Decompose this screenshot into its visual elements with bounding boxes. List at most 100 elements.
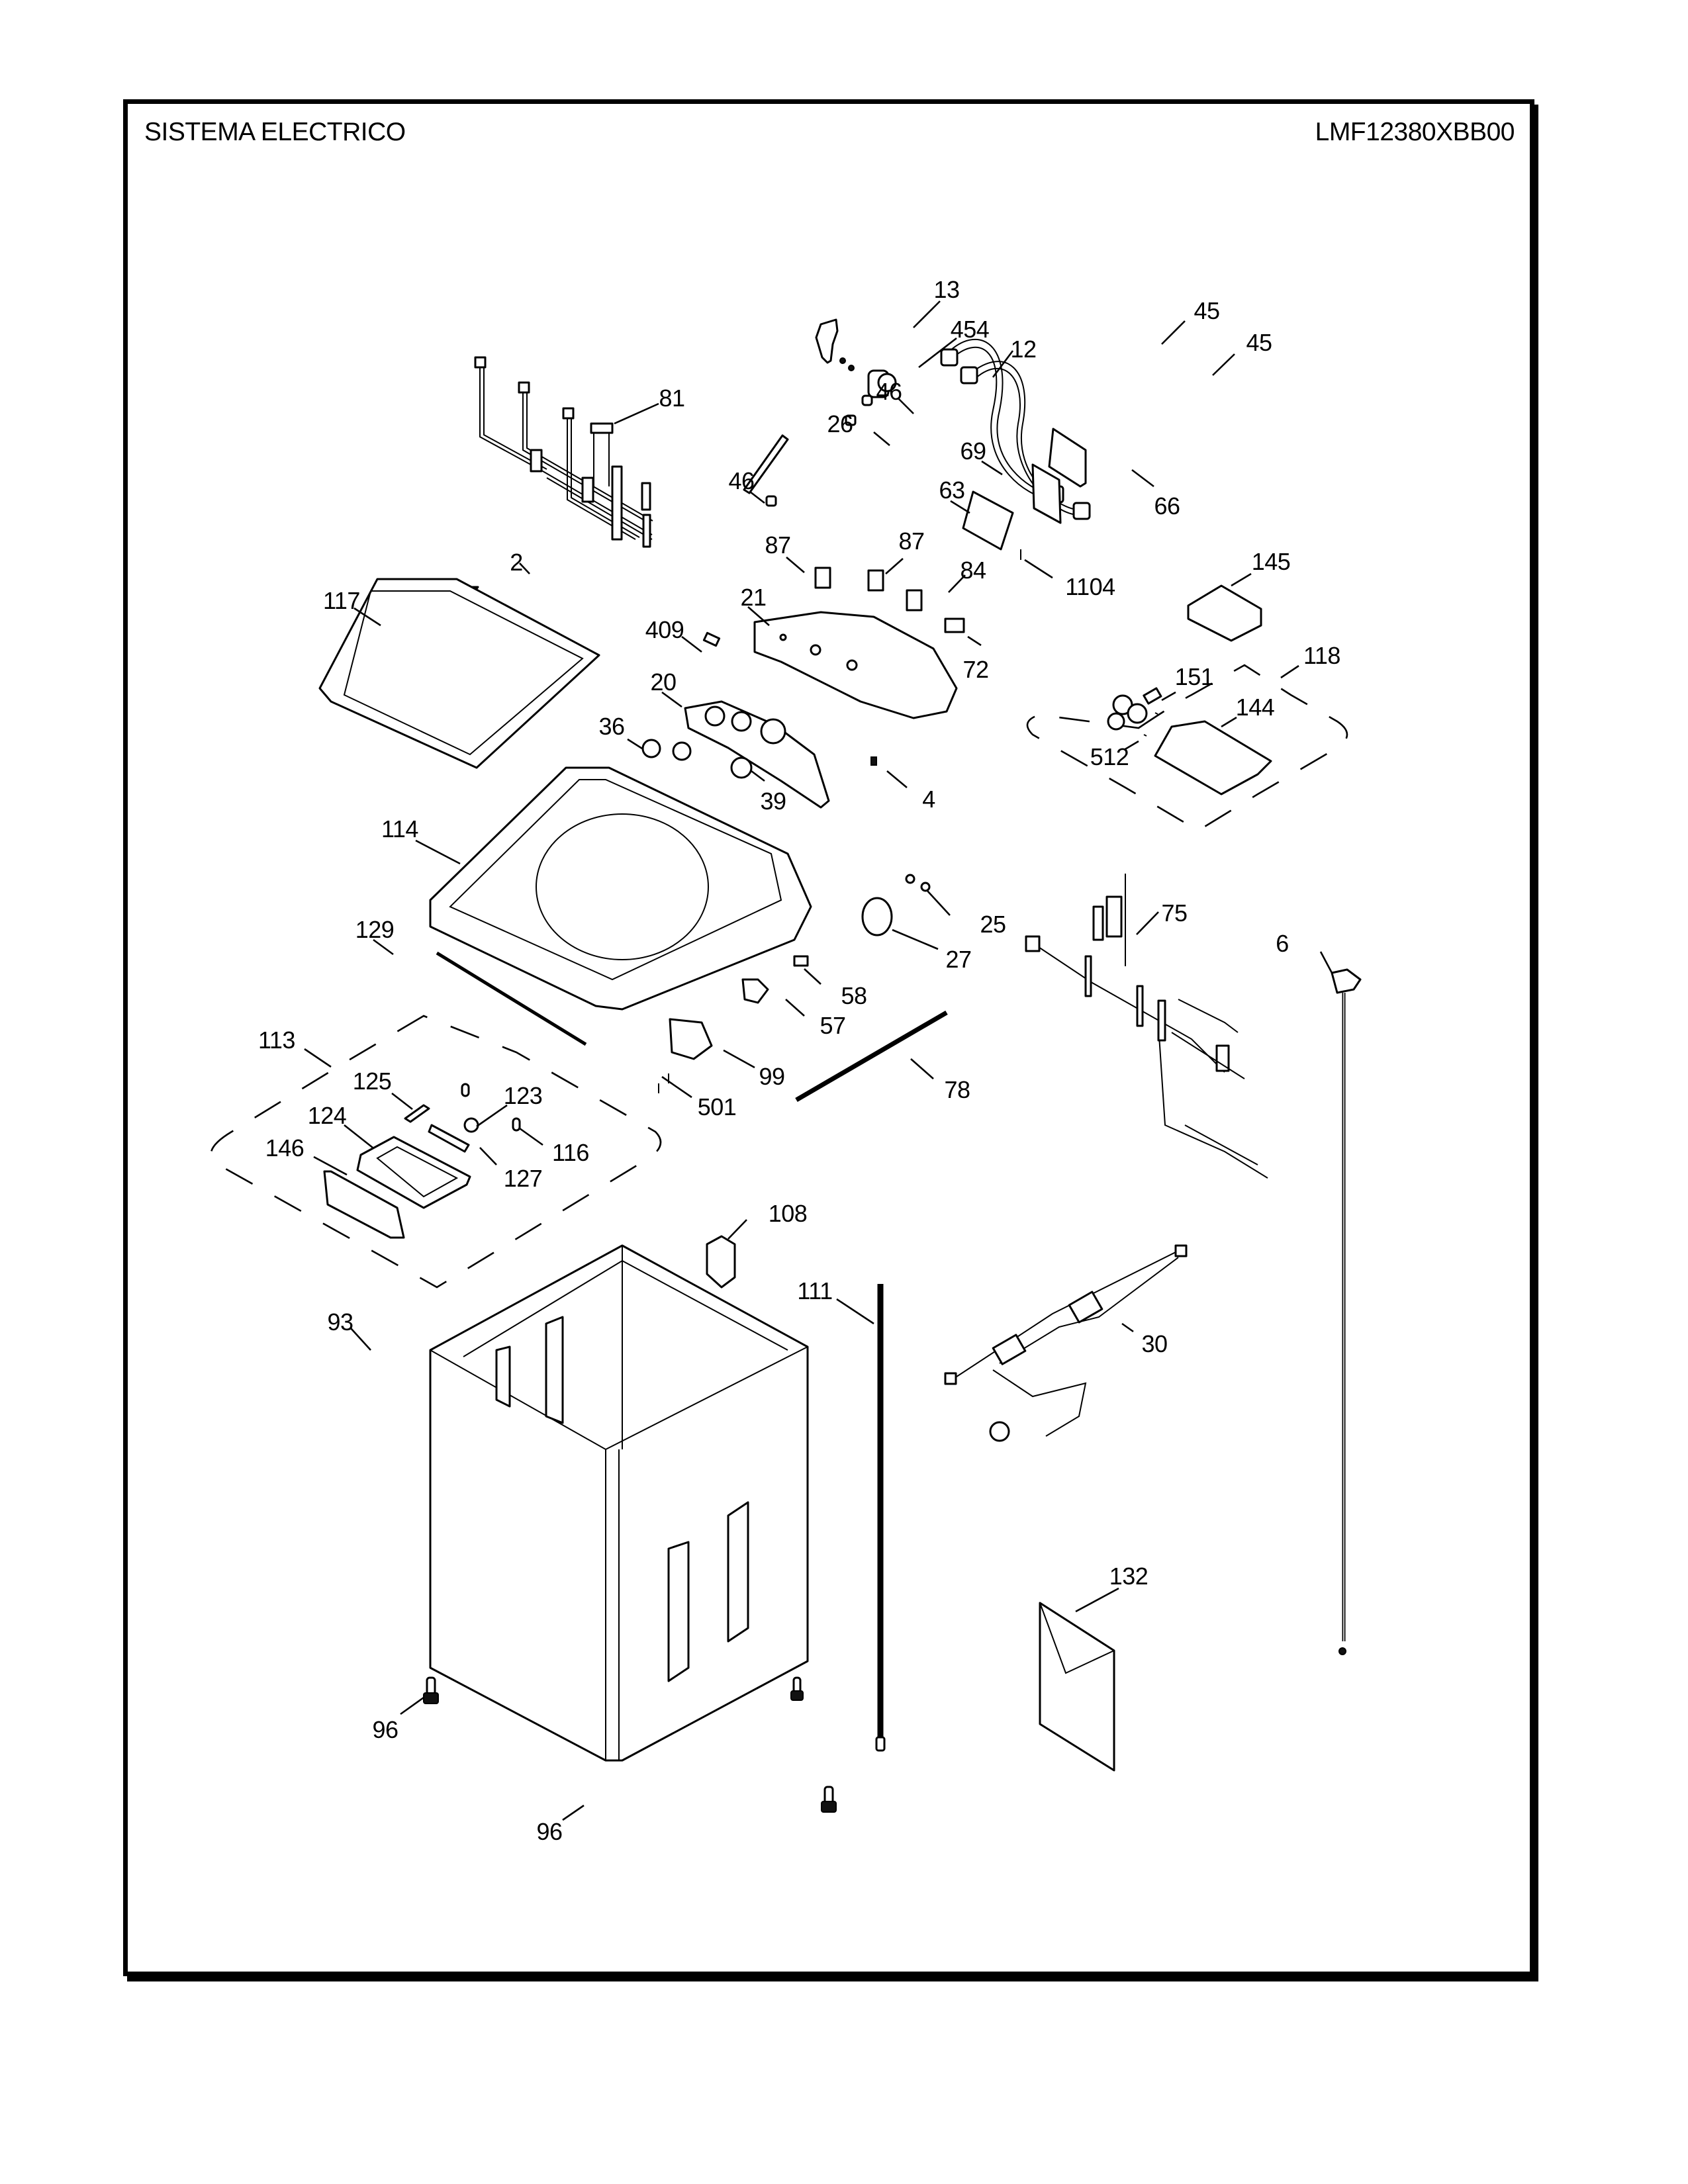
part-409-badge xyxy=(702,631,721,647)
callout-124: 124 xyxy=(307,1102,347,1129)
callout-99: 99 xyxy=(759,1063,785,1090)
callout-454: 454 xyxy=(950,316,990,343)
part-46-nut xyxy=(765,495,777,507)
part-27-pressure-switch xyxy=(861,897,893,936)
part-93-cabinet xyxy=(429,1244,809,1762)
part-13-cover xyxy=(815,318,839,364)
diagram-frame xyxy=(123,99,1534,1976)
callout-84: 84 xyxy=(960,557,986,584)
part-66-bracket xyxy=(1048,428,1087,488)
part-117-lid xyxy=(318,578,600,769)
part-36-knob xyxy=(641,739,661,758)
callout-36: 36 xyxy=(598,713,625,740)
group-118-outline xyxy=(1026,664,1348,832)
part-512-screw xyxy=(1154,712,1158,715)
callout-13: 13 xyxy=(933,276,960,303)
callout-145: 145 xyxy=(1251,548,1291,575)
part-6-level-sensor xyxy=(1331,968,1362,1655)
part-72-connector xyxy=(944,617,965,633)
callout-151: 151 xyxy=(1174,663,1214,690)
part-30-harness xyxy=(944,1244,1188,1442)
callout-20: 20 xyxy=(650,668,677,696)
callout-108: 108 xyxy=(768,1200,808,1227)
group-113-outline xyxy=(210,1015,662,1289)
callout-87: 87 xyxy=(898,527,925,555)
part-36-knob xyxy=(672,741,692,761)
callout-4: 4 xyxy=(922,786,935,813)
callout-501: 501 xyxy=(697,1093,737,1120)
part-132-manual xyxy=(1039,1602,1115,1772)
part-96-foot xyxy=(790,1676,804,1701)
part-454-screw xyxy=(839,357,846,364)
callout-146: 146 xyxy=(265,1134,305,1161)
part-114-top-cover xyxy=(429,766,812,1011)
callout-63: 63 xyxy=(939,477,965,504)
part-146-dispenser-front xyxy=(323,1170,405,1239)
callout-132: 132 xyxy=(1109,1563,1149,1590)
part-144-plate xyxy=(1154,720,1272,796)
part-75-main-harness xyxy=(1025,874,1268,1179)
callout-57: 57 xyxy=(820,1012,846,1039)
callout-75: 75 xyxy=(1161,899,1188,927)
callout-118: 118 xyxy=(1303,642,1340,669)
part-25-cam xyxy=(920,882,931,892)
part-26-tube xyxy=(743,434,789,494)
callout-96: 96 xyxy=(536,1818,563,1845)
callout-46: 46 xyxy=(728,467,755,494)
part-25-cam xyxy=(905,874,915,884)
callout-125: 125 xyxy=(352,1068,392,1095)
callout-117: 117 xyxy=(323,587,360,614)
callout-127: 127 xyxy=(503,1165,543,1192)
part-39-knob xyxy=(730,756,753,779)
model-number: LMF12380XBB00 xyxy=(1315,118,1515,146)
callout-26: 26 xyxy=(827,410,853,437)
callout-39: 39 xyxy=(760,788,786,815)
part-81-harness xyxy=(474,356,653,548)
part-96-foot xyxy=(821,1786,837,1813)
callout-78: 78 xyxy=(944,1076,970,1103)
callout-144: 144 xyxy=(1235,694,1275,721)
callout-87: 87 xyxy=(765,531,791,559)
callout-111: 111 xyxy=(797,1277,833,1304)
part-20-control-panel xyxy=(684,700,830,809)
callout-512: 512 xyxy=(1090,743,1129,770)
part-12-valve xyxy=(861,369,897,406)
callout-114: 114 xyxy=(381,815,418,842)
callout-116: 116 xyxy=(552,1139,589,1166)
callout-113: 113 xyxy=(258,1026,295,1054)
callout-12: 12 xyxy=(1010,336,1037,363)
part-454-screw xyxy=(848,365,855,371)
callout-58: 58 xyxy=(841,982,867,1009)
callout-2: 2 xyxy=(510,549,523,576)
part-125-lever xyxy=(404,1104,430,1123)
part-87-switch xyxy=(814,567,831,589)
callout-123: 123 xyxy=(503,1082,543,1109)
callout-30: 30 xyxy=(1141,1330,1168,1357)
part-84-switch xyxy=(906,589,923,612)
part-512-screw xyxy=(1143,734,1147,737)
callout-45: 45 xyxy=(1246,329,1272,356)
callout-93: 93 xyxy=(327,1308,353,1336)
callout-46: 46 xyxy=(876,378,902,405)
part-123-cam xyxy=(463,1117,479,1133)
part-87-switch xyxy=(867,569,884,592)
part-57-lock xyxy=(741,978,769,1004)
leader-lines xyxy=(304,300,1333,1821)
callout-409: 409 xyxy=(645,616,684,643)
callout-6: 6 xyxy=(1276,930,1289,957)
part-69-board xyxy=(1031,463,1062,524)
part-123-clip xyxy=(461,1083,470,1097)
callout-1104: 1104 xyxy=(1065,573,1115,600)
callout-69: 69 xyxy=(960,437,986,465)
part-129-rod xyxy=(436,951,587,1046)
part-46-nut xyxy=(845,414,857,426)
part-63-module xyxy=(962,490,1014,551)
callout-21: 21 xyxy=(740,584,767,611)
callout-25: 25 xyxy=(980,911,1006,938)
callout-27: 27 xyxy=(945,946,972,973)
part-108-cap xyxy=(706,1235,736,1289)
part-145-tray xyxy=(1187,584,1262,642)
callout-45: 45 xyxy=(1194,297,1220,324)
part-124-dispenser-tray xyxy=(356,1136,471,1209)
